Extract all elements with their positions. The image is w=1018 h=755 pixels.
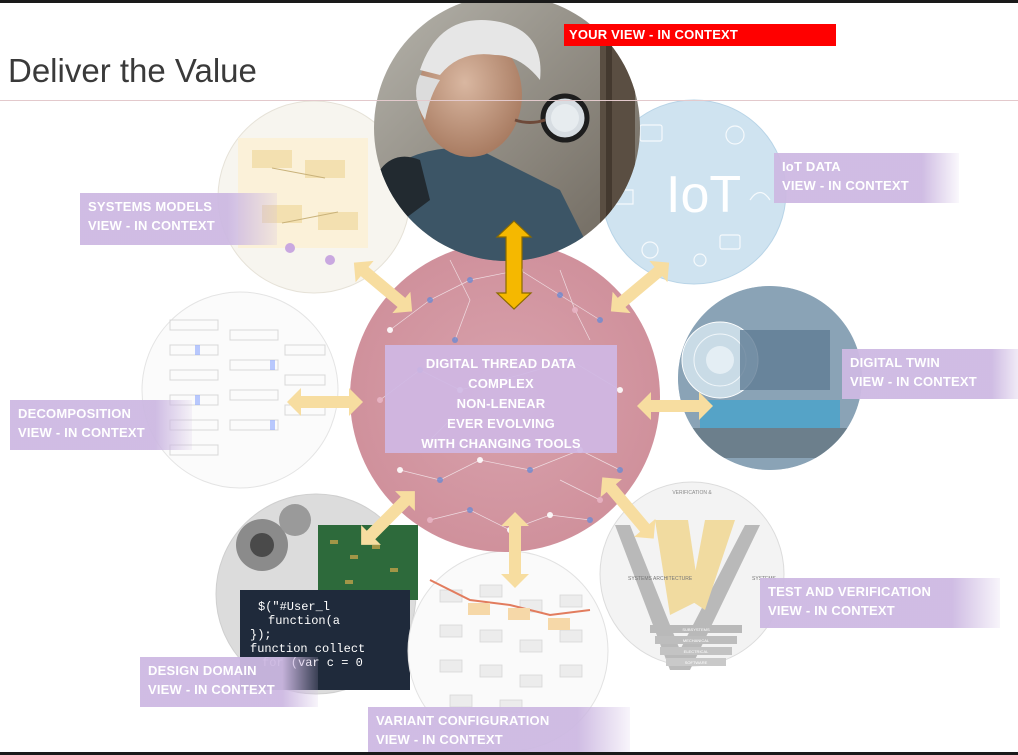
variant-configuration-arrow xyxy=(501,512,529,588)
label-line: DECOMPOSITION xyxy=(18,406,132,421)
title-divider xyxy=(0,100,1018,101)
label-line: TEST AND VERIFICATION xyxy=(768,584,932,599)
label-line: VIEW - IN CONTEXT xyxy=(376,732,503,747)
iot-logo-text: IoT xyxy=(666,166,741,224)
label-line: VIEW - IN CONTEXT xyxy=(768,603,895,618)
center-line: COMPLEX xyxy=(468,376,534,391)
systems-models-label: SYSTEMS MODELS VIEW - IN CONTEXT xyxy=(80,193,277,245)
decomposition-arrow xyxy=(287,388,363,416)
center-line: NON-LENEAR xyxy=(456,396,546,411)
variant-configuration-image xyxy=(407,550,609,752)
top-border xyxy=(0,0,1018,3)
vv-layer-text: ELECTRICAL xyxy=(684,649,709,654)
decomposition-image xyxy=(141,291,339,489)
code-line: function collect xyxy=(250,642,365,656)
bottom-border xyxy=(0,752,1018,755)
design-domain-label: DESIGN DOMAIN VIEW - IN CONTEXT xyxy=(140,657,318,707)
design-domain-arrow xyxy=(361,491,415,545)
center-line: WITH CHANGING TOOLS xyxy=(421,436,581,451)
center-line: EVER EVOLVING xyxy=(447,416,555,431)
iot-data-arrow xyxy=(610,260,670,314)
label-line: IoT DATA xyxy=(782,159,841,174)
vv-layer-text: SOFTWARE xyxy=(685,660,708,665)
label-line: DESIGN DOMAIN xyxy=(148,663,257,678)
digital-twin-label: DIGITAL TWIN VIEW - IN CONTEXT xyxy=(842,349,1018,399)
digital-thread-data-box: DIGITAL THREAD DATA COMPLEX NON-LENEAR E… xyxy=(385,345,617,453)
code-line: function(a xyxy=(268,614,340,628)
decomposition-label: DECOMPOSITION VIEW - IN CONTEXT xyxy=(10,400,192,450)
your-view-label: YOUR VIEW - IN CONTEXT xyxy=(564,24,836,46)
code-line: }); xyxy=(250,628,272,642)
systems-models-arrow xyxy=(353,260,413,314)
vv-layer-text: MECHANICAL xyxy=(683,638,710,643)
label-line: VIEW - IN CONTEXT xyxy=(18,425,145,440)
test-verification-label: TEST AND VERIFICATION VIEW - IN CONTEXT xyxy=(760,578,1000,628)
code-line: $("#User_l xyxy=(258,600,330,614)
label-line: VIEW - IN CONTEXT xyxy=(88,218,215,233)
connector-arrows xyxy=(287,260,713,588)
vv-layer-text: SUBSYSTEMS xyxy=(682,627,710,632)
digital-twin-image xyxy=(678,286,862,470)
vv-header-text: VERIFICATION & xyxy=(672,490,712,496)
center-line: DIGITAL THREAD DATA xyxy=(425,356,577,371)
label-line: SYSTEMS MODELS xyxy=(88,199,213,214)
label-line: DIGITAL TWIN xyxy=(850,355,941,370)
label-line: VIEW - IN CONTEXT xyxy=(782,178,909,193)
label-line: VIEW - IN CONTEXT xyxy=(148,682,275,697)
iot-data-image: IoT xyxy=(601,99,787,285)
vv-left-text: SYSTEMS ARCHITECTURE xyxy=(628,576,693,582)
systems-models-image xyxy=(217,100,411,294)
your-view-arrow xyxy=(495,220,533,310)
variant-configuration-label: VARIANT CONFIGURATION VIEW - IN CONTEXT xyxy=(368,707,630,752)
label-line: VIEW - IN CONTEXT xyxy=(850,374,977,389)
digital-twin-arrow xyxy=(637,392,713,420)
slide-title: Deliver the Value xyxy=(8,52,257,89)
label-line: VARIANT CONFIGURATION xyxy=(376,713,550,728)
test-verification-arrow xyxy=(600,477,656,539)
iot-data-label: IoT DATA VIEW - IN CONTEXT xyxy=(774,153,959,203)
